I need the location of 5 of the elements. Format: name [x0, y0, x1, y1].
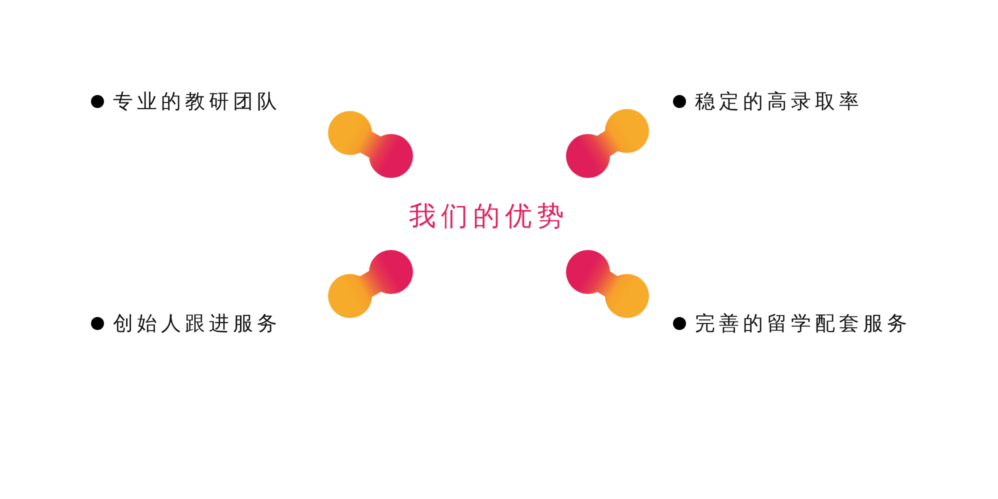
advantage-text: 创始人跟进服务 — [113, 310, 281, 337]
center-title: 我们的优势 — [409, 201, 569, 232]
advantage-text: 专业的教研团队 — [113, 88, 281, 115]
advantage-text: 稳定的高录取率 — [695, 88, 863, 115]
advantage-text: 完善的留学配套服务 — [695, 310, 911, 337]
